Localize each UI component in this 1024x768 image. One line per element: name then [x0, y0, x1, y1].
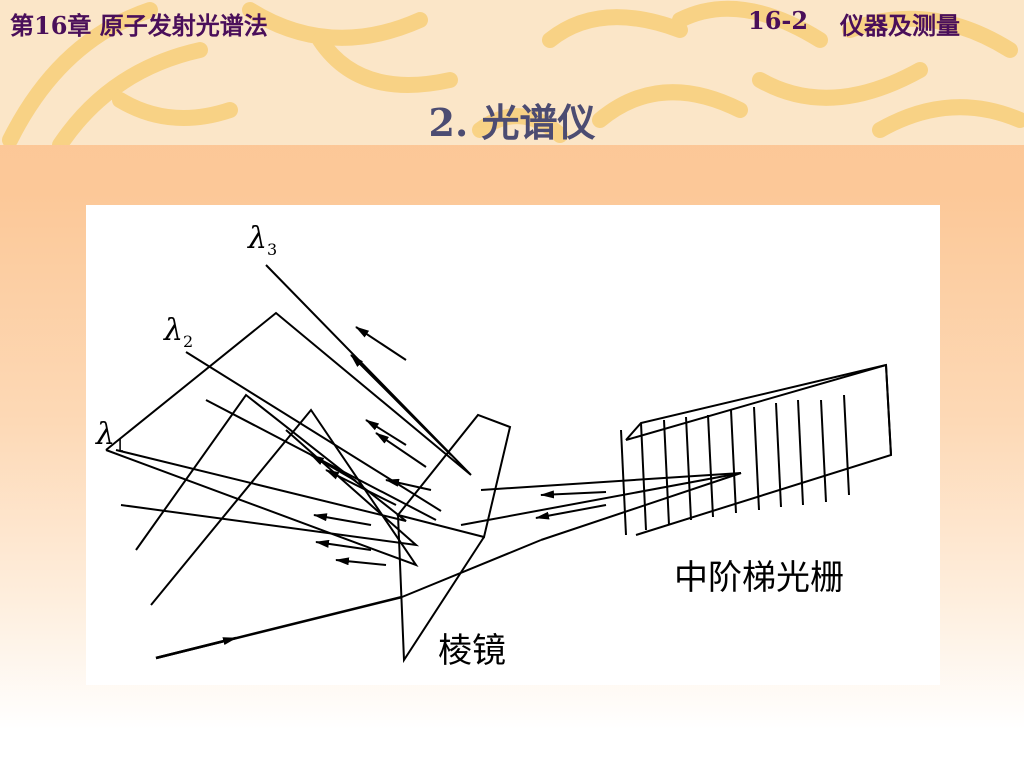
grating-label: 中阶梯光栅 — [674, 558, 844, 598]
chapter-title: 第16章 原子发射光谱法 — [10, 11, 268, 40]
lambda-1-label: λ1 — [96, 417, 126, 455]
spectrometer-diagram: λ1 λ2 λ3 棱镜 中阶梯光栅 — [86, 205, 940, 685]
decorative-swirls — [2, 0, 1024, 145]
section-number: 16-2 — [748, 6, 809, 35]
lambda-2-label: λ2 — [164, 313, 194, 351]
optical-path-drawing — [105, 264, 893, 664]
section-name: 仪器及测量 — [840, 11, 960, 40]
slide-title: 2. 光谱仪 — [428, 100, 596, 145]
prism-label: 棱镜 — [438, 631, 506, 671]
prism-shape — [396, 413, 512, 664]
header-band: 第16章 原子发射光谱法 16-2 仪器及测量 2. 光谱仪 — [0, 0, 1024, 145]
echelle-grating-shape — [620, 363, 893, 536]
lambda-3-label: λ3 — [248, 221, 278, 259]
